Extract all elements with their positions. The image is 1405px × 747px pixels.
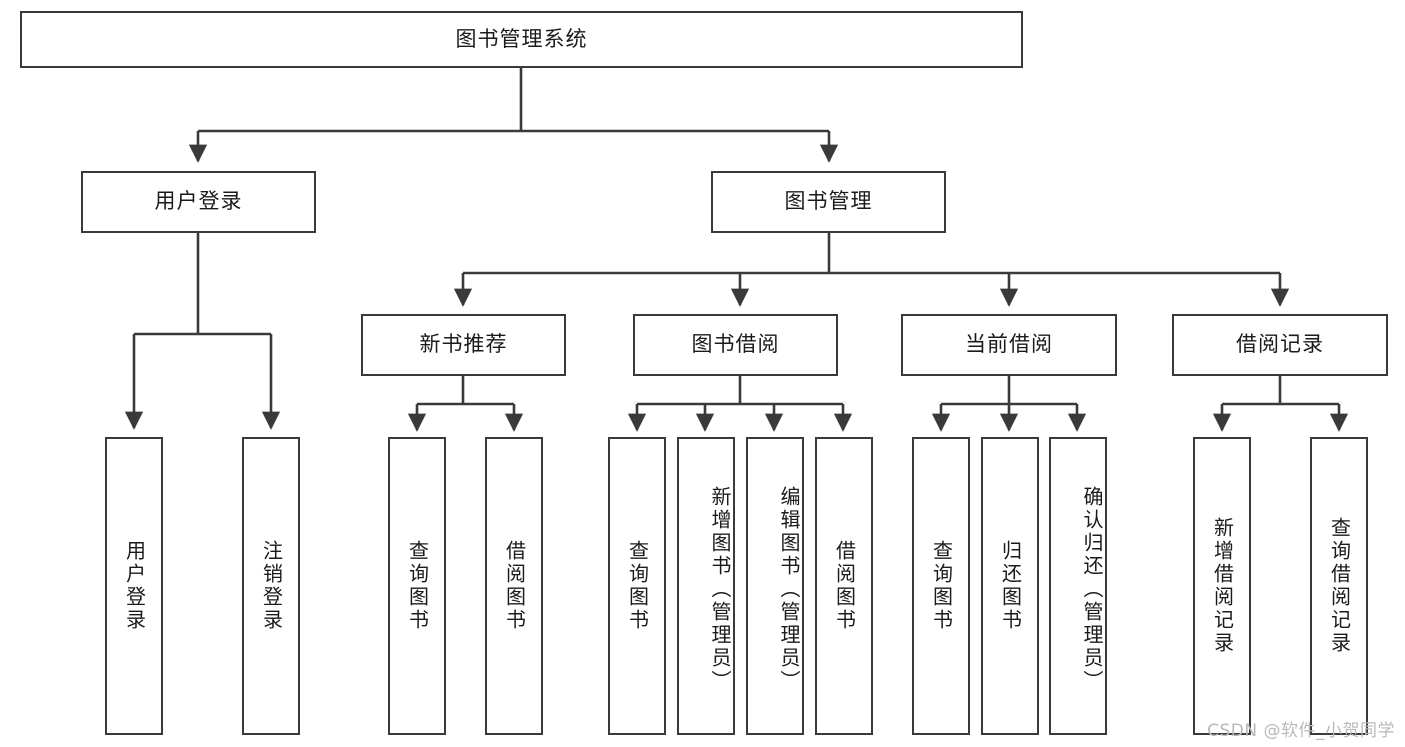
leaf-query-book-1[interactable]: 查询图书 xyxy=(388,437,446,735)
node-label: 新增图书（管理员） xyxy=(708,485,732,693)
node-current-borrow[interactable]: 当前借阅 xyxy=(901,314,1117,376)
node-book-borrow[interactable]: 图书借阅 xyxy=(633,314,838,376)
node-label: 注销登录 xyxy=(259,540,284,632)
node-root-book-management-system[interactable]: 图书管理系统 xyxy=(20,11,1023,68)
leaf-borrow-book-2[interactable]: 借阅图书 xyxy=(815,437,873,735)
node-label: 查询图书 xyxy=(929,540,954,632)
node-label: 图书借阅 xyxy=(691,332,780,357)
leaf-query-book-3[interactable]: 查询图书 xyxy=(912,437,970,735)
node-label: 确认归还（管理员） xyxy=(1080,485,1104,693)
node-user-login[interactable]: 用户登录 xyxy=(81,171,316,233)
node-label: 用户登录 xyxy=(122,540,147,632)
node-label: 图书管理 xyxy=(784,189,873,214)
node-borrow-record[interactable]: 借阅记录 xyxy=(1172,314,1388,376)
node-label: 新书推荐 xyxy=(419,332,508,357)
leaf-return-book[interactable]: 归还图书 xyxy=(981,437,1039,735)
leaf-query-record[interactable]: 查询借阅记录 xyxy=(1310,437,1368,735)
node-book-management[interactable]: 图书管理 xyxy=(711,171,946,233)
node-label: 借阅图书 xyxy=(502,540,527,632)
leaf-user-login[interactable]: 用户登录 xyxy=(105,437,163,735)
node-label: 查询图书 xyxy=(405,540,430,632)
node-label: 新增借阅记录 xyxy=(1210,517,1235,655)
leaf-edit-book[interactable]: 编辑图书（管理员） xyxy=(746,437,804,735)
leaf-confirm-return[interactable]: 确认归还（管理员） xyxy=(1049,437,1107,735)
node-label: 编辑图书（管理员） xyxy=(777,485,801,693)
node-new-book-recommend[interactable]: 新书推荐 xyxy=(361,314,566,376)
leaf-borrow-book-1[interactable]: 借阅图书 xyxy=(485,437,543,735)
node-label: 归还图书 xyxy=(998,540,1023,632)
node-label: 借阅记录 xyxy=(1236,332,1324,357)
node-label: 图书管理系统 xyxy=(455,26,588,51)
leaf-add-book[interactable]: 新增图书（管理员） xyxy=(677,437,735,735)
node-label: 用户登录 xyxy=(154,189,243,214)
leaf-user-logout[interactable]: 注销登录 xyxy=(242,437,300,735)
node-label: 查询图书 xyxy=(625,540,650,632)
node-label: 当前借阅 xyxy=(965,332,1053,357)
leaf-query-book-2[interactable]: 查询图书 xyxy=(608,437,666,735)
node-label: 借阅图书 xyxy=(832,540,857,632)
leaf-add-record[interactable]: 新增借阅记录 xyxy=(1193,437,1251,735)
node-label: 查询借阅记录 xyxy=(1327,517,1352,655)
